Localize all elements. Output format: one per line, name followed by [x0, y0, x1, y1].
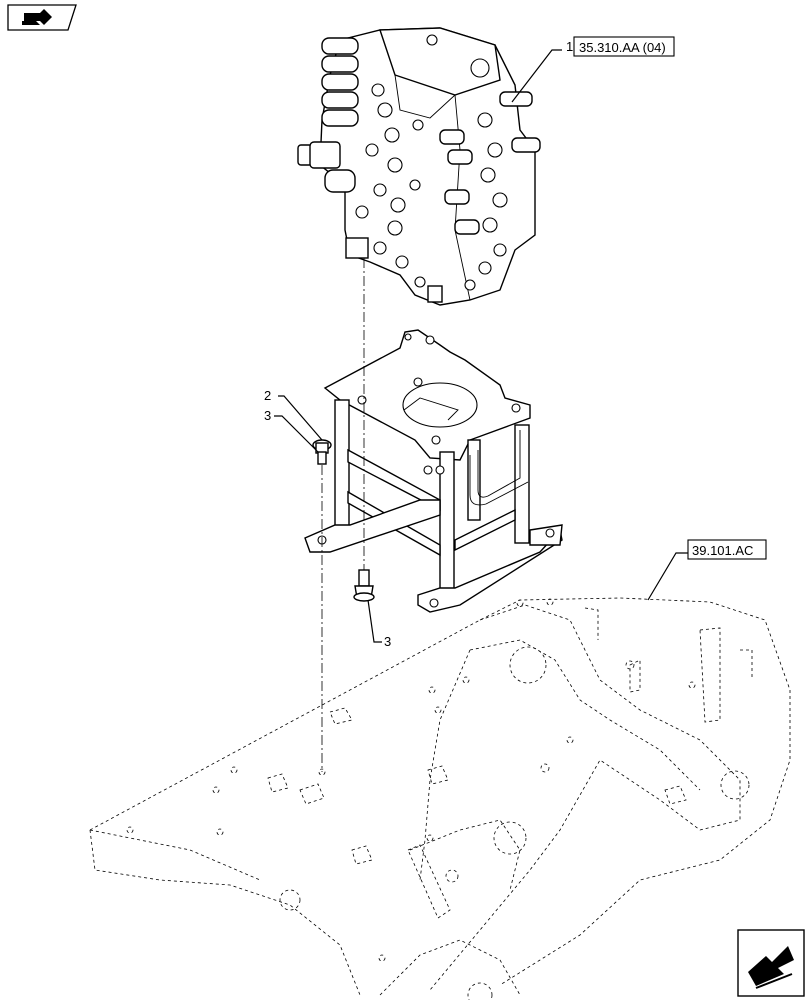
callout-3-upper-number: 3 [264, 408, 271, 423]
mounting-bolt-upper [312, 439, 332, 465]
callout-1-leader [511, 49, 562, 103]
reference-box-35-310-aa[interactable]: 35.310.AA (04) [573, 36, 675, 57]
reference-39-101-ac-label[interactable]: 39.101.AC [692, 543, 753, 558]
loader-frame-phantom [89, 597, 791, 1000]
reference-35-310-aa-label[interactable]: 35.310.AA (04) [579, 40, 666, 55]
valve-spools-left [321, 37, 359, 193]
valve-support-bracket [304, 329, 563, 613]
next-page-arrow-icon[interactable] [737, 929, 805, 997]
control-valve-assembly [297, 27, 541, 306]
callout-2-leader [278, 395, 323, 441]
inlet-fitting [297, 141, 341, 169]
callout-1-number: 1 [566, 39, 573, 54]
callout-3-lower-leader [367, 599, 382, 643]
callout-3-lower-number: 3 [384, 634, 391, 649]
valve-ports-front [355, 34, 490, 288]
book-arrow-icon[interactable] [7, 4, 77, 31]
frame-reference-leader [647, 552, 688, 601]
reference-box-39-101-ac[interactable]: 39.101.AC [687, 539, 767, 560]
callout-2-number: 2 [264, 388, 271, 403]
callout-3-upper-leader [274, 415, 319, 453]
mounting-bolt-lower [353, 569, 375, 602]
valve-fittings-right [439, 91, 541, 291]
